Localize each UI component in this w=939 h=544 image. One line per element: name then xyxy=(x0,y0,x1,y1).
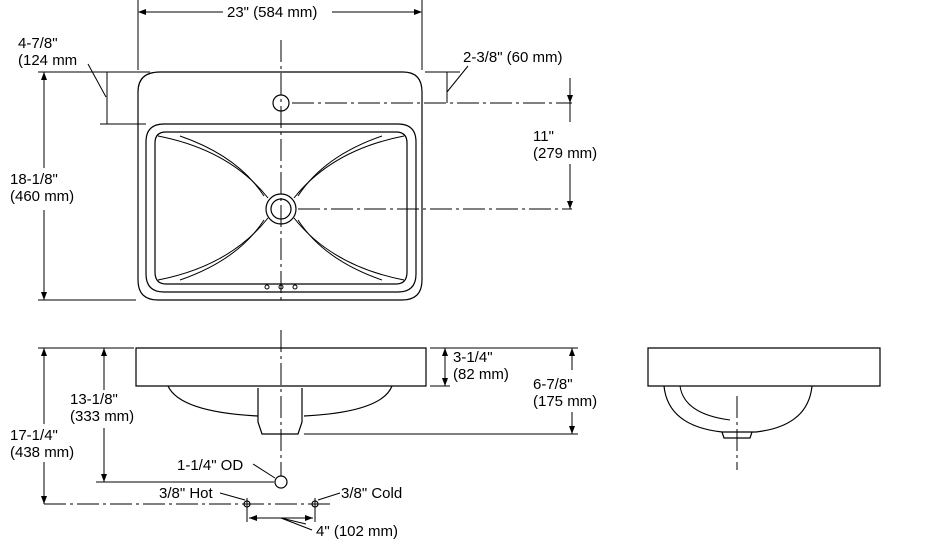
cold-label: 3/8" Cold xyxy=(341,485,402,502)
front-bowl-outline xyxy=(167,385,393,417)
front-view: 1-1/4" OD 3/8" Hot 3/8" Cold 4" (102 mm)… xyxy=(10,330,597,540)
deck-depth-label-line2: (124 mm xyxy=(18,52,77,69)
basin-rim xyxy=(145,123,417,293)
bowl-depth-dimension: 3-1/4" (82 mm) xyxy=(430,347,578,387)
drain-height-label-line1: 13-1/8" xyxy=(70,391,118,408)
front-drain-body xyxy=(257,388,303,435)
depth-dimension: 18-1/8" (460 mm) xyxy=(10,71,136,301)
supply-height-dimension: 17-1/4" (438 mm) xyxy=(10,347,96,504)
supply-height-label-line2: (438 mm) xyxy=(10,444,74,461)
front-deck-outline xyxy=(135,347,427,387)
drain-offset-label-line2: (279 mm) xyxy=(533,145,597,162)
drain-height-label-line2: (333 mm) xyxy=(70,408,134,425)
bowl-depth-label-line1: 3-1/4" xyxy=(453,349,493,366)
side-bowl-inner xyxy=(679,385,731,421)
depth-label-line2: (460 mm) xyxy=(10,188,74,205)
side-bowl-outline xyxy=(663,385,813,433)
total-height-label-line1: 6-7/8" xyxy=(533,376,573,393)
faucet-offset-dimension: 2-3/8" (60 mm) xyxy=(425,49,563,103)
drain-od-label: 1-1/4" OD xyxy=(177,457,243,474)
width-label: 23" (584 mm) xyxy=(227,4,317,21)
depth-label-line1: 18-1/8" xyxy=(10,171,58,188)
basin-inner xyxy=(154,131,408,285)
total-height-label-line2: (175 mm) xyxy=(533,393,597,410)
drain-offset-label-line1: 11" xyxy=(533,128,554,145)
drain-offset-dimension: 11" (279 mm) xyxy=(533,78,597,209)
faucet-offset-label: 2-3/8" (60 mm) xyxy=(463,49,563,66)
supply-spacing-label: 4" (102 mm) xyxy=(316,523,398,540)
side-deck-outline xyxy=(647,347,881,387)
side-view xyxy=(647,347,881,470)
drain-height-dimension: 13-1/8" (333 mm) xyxy=(70,347,274,483)
bowl-depth-label-line2: (82 mm) xyxy=(453,366,509,383)
hot-label: 3/8" Hot xyxy=(159,485,214,502)
drain-outlet-circle xyxy=(274,475,288,489)
top-view: 23" (584 mm) 4-7/8" (124 mm 2-3/8" (60 m… xyxy=(10,0,597,304)
deck-depth-dimension: 4-7/8" (124 mm xyxy=(18,35,150,125)
basin-slope-lines xyxy=(157,135,405,281)
total-height-dimension: 6-7/8" (175 mm) xyxy=(304,348,597,435)
deck-depth-label-line1: 4-7/8" xyxy=(18,35,58,52)
supply-height-label-line1: 17-1/4" xyxy=(10,427,58,444)
width-dimension: 23" (584 mm) xyxy=(137,0,423,70)
sink-outer-outline xyxy=(137,71,423,301)
